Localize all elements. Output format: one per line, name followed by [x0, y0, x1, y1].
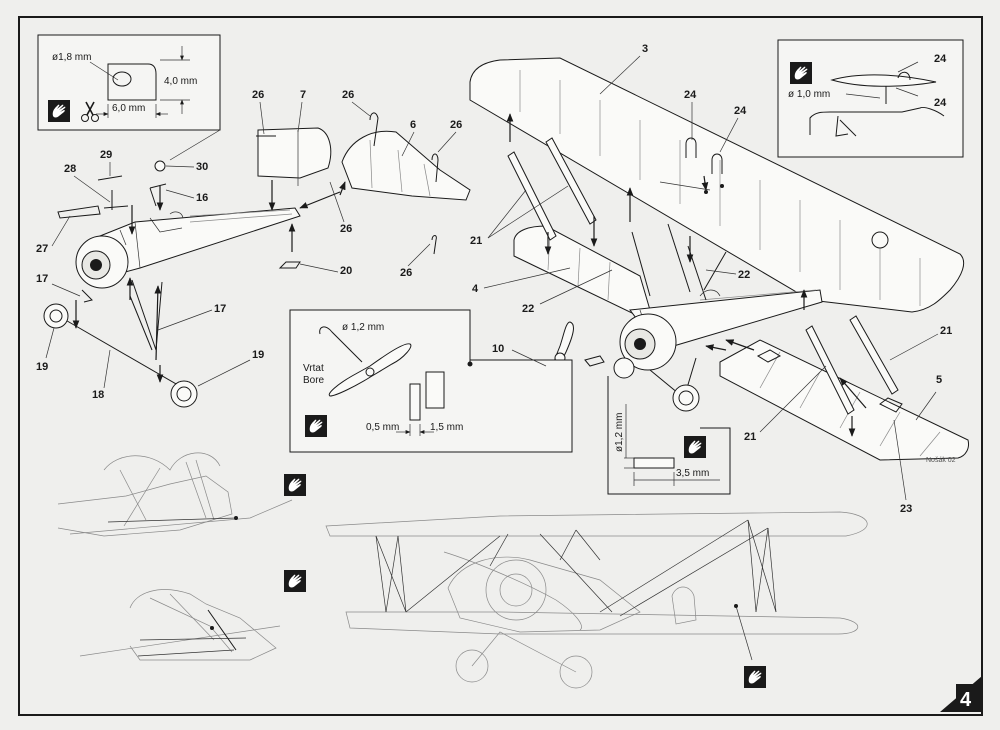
part-labels: 3 4 5 6 7 10 16 17 17 18 19 19 20 21 21 …: [36, 43, 952, 515]
label-p16: 16: [196, 192, 208, 204]
label-p26c: 26: [450, 119, 462, 131]
prop-dim-left: 0,5 mm: [366, 422, 399, 433]
label-p3: 3: [642, 43, 648, 55]
hand-glue-icon: [684, 436, 706, 458]
label-p27: 27: [36, 243, 48, 255]
inset-propeller: ø 1,2 mm Vrtat Bore 0,5 mm 1,5 mm: [289, 309, 573, 453]
label-p4: 4: [472, 283, 479, 295]
prop-dim-right: 1,5 mm: [430, 422, 463, 433]
label-p21b: 21: [940, 325, 952, 337]
signature: Nošák 02: [926, 457, 956, 464]
inset-height-label: 4,0 mm: [164, 76, 197, 87]
label-p24d: 24: [934, 97, 947, 109]
prop-note-1: Vrtat: [303, 363, 324, 374]
inset-top-left: ø1,8 mm 4,0 mm 6,0 mm: [37, 34, 221, 161]
prop-note-2: Bore: [303, 375, 325, 386]
biplane-exploded: [469, 57, 969, 461]
label-p26a: 26: [252, 89, 264, 101]
label-p20: 20: [340, 265, 352, 277]
page-number: 4: [960, 689, 972, 711]
label-p24a: 24: [684, 89, 697, 101]
label-p24b: 24: [734, 105, 747, 117]
hand-glue-icon: [744, 666, 766, 688]
label-p7: 7: [300, 89, 306, 101]
label-p5: 5: [936, 374, 942, 386]
hand-glue-icon: [284, 570, 306, 592]
inset-axle: ø1,2 mm 3,5 mm: [607, 376, 731, 495]
label-p17b: 17: [214, 303, 226, 315]
label-p26d: 26: [340, 223, 352, 235]
prop-diameter: ø 1,2 mm: [342, 322, 384, 333]
page-number-tab: 4: [940, 676, 982, 712]
fuselage-assembly: [43, 112, 471, 408]
inset-width-label: 6,0 mm: [112, 103, 145, 114]
page-border: [18, 16, 983, 716]
inset-top-right: ø 1,0 mm: [777, 39, 964, 158]
hand-glue-icon: [284, 474, 306, 496]
inset-tr-diameter: ø 1,0 mm: [788, 89, 830, 100]
label-p29: 29: [100, 149, 112, 161]
rigging-view-tail-2: [79, 570, 306, 661]
label-p26e: 26: [400, 267, 412, 279]
hand-glue-icon: [48, 100, 70, 122]
label-p22b: 22: [522, 303, 534, 315]
label-p24c: 24: [934, 53, 947, 65]
label-p10: 10: [492, 343, 504, 355]
axle-length: 3,5 mm: [676, 468, 709, 479]
label-p21a: 21: [470, 235, 482, 247]
label-p26b: 26: [342, 89, 354, 101]
label-p6: 6: [410, 119, 416, 131]
label-p30: 30: [196, 161, 208, 173]
label-p23: 23: [900, 503, 912, 515]
label-p28: 28: [64, 163, 76, 175]
label-p22a: 22: [738, 269, 750, 281]
axle-diameter: ø1,2 mm: [614, 413, 625, 452]
label-p21c: 21: [744, 431, 756, 443]
label-p19b: 19: [252, 349, 264, 361]
hand-glue-icon: [790, 62, 812, 84]
label-p19a: 19: [36, 361, 48, 373]
inset-diameter-label: ø1,8 mm: [52, 52, 91, 63]
label-p18: 18: [92, 389, 104, 401]
hand-glue-icon: [305, 415, 327, 437]
rigging-view-tail-1: [57, 452, 306, 537]
scissors-icon: [81, 101, 99, 122]
rigging-view-biplane: [325, 511, 868, 689]
label-p17a: 17: [36, 273, 48, 285]
